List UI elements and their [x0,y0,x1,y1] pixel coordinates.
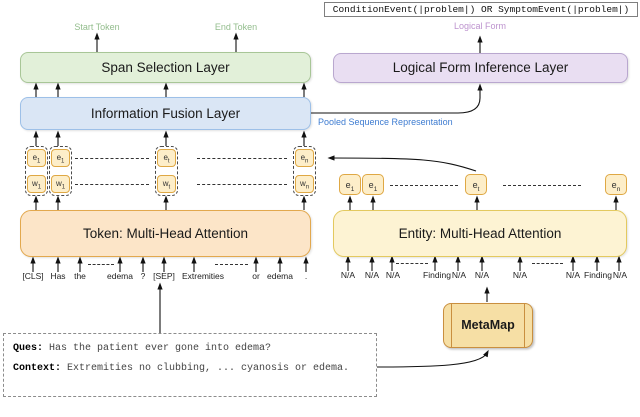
context-label: Context: [13,363,62,374]
word-embedding-box: wt [157,175,176,193]
entity-tag: N/A [340,270,356,280]
embedding-column: et wt [155,146,178,196]
question-label: Ques: [13,343,44,354]
embedding-column: e1 w1 [25,146,48,196]
entity-embedding-box: en [295,149,314,167]
input-token: ? [140,271,146,281]
dashed-connector [503,185,581,186]
logical-form-output-box: ConditionEvent(|problem|) OR SymptomEven… [324,2,638,17]
start-token-label: Start Token [74,22,120,32]
entity-tag: N/A [385,270,401,280]
information-fusion-layer: Information Fusion Layer [20,97,311,130]
metamap-box: MetaMap [443,303,533,348]
dashed-connector [75,184,149,185]
entity-tag: N/A [565,270,581,280]
entity-embedding-box: e1 [27,149,46,167]
entity-tag: N/A [512,270,528,280]
entity-tag: N/A [364,270,380,280]
embedding-column: e1 w1 [49,146,72,196]
input-token: the [74,271,86,281]
entity-multi-head-attention-layer: Entity: Multi-Head Attention [333,210,627,257]
entity-vector-box: e1 [339,174,361,195]
context-line: Context: Extremities no clubbing, ... cy… [13,363,350,374]
token-multi-head-attention-layer: Token: Multi-Head Attention [20,210,311,257]
entity-tag: N/A [451,270,467,280]
dashed-connector [396,263,428,264]
dashed-connector [88,264,114,265]
dashed-connector [197,158,287,159]
word-embedding-box: w1 [51,175,70,193]
question-context-box: Ques: Has the patient ever gone into ede… [3,333,377,397]
embedding-column: en wn [293,146,316,196]
entity-tag: Finding [423,270,451,280]
entity-tag: N/A [612,270,628,280]
entity-tag: N/A [474,270,490,280]
entity-tag: Finding [584,270,612,280]
input-token: [SEP] [153,271,175,281]
input-token: [CLS] [22,271,44,281]
input-token: or [252,271,260,281]
entity-vector-box: en [605,174,627,195]
question-line: Ques: Has the patient ever gone into ede… [13,343,272,354]
entity-vector-box: et [465,174,487,195]
input-token: . [304,271,308,281]
entity-embedding-box: e1 [51,149,70,167]
dashed-connector [390,185,458,186]
input-token: Extremities [181,271,225,281]
input-token: Has [50,271,66,281]
dashed-connector [215,264,248,265]
input-token: edema [107,271,133,281]
word-embedding-box: wn [295,175,314,193]
dashed-connector [75,158,149,159]
word-embedding-box: w1 [27,175,46,193]
span-selection-layer: Span Selection Layer [20,52,311,83]
entity-vector-box: e1 [362,174,384,195]
entity-embedding-box: et [157,149,176,167]
logical-form-label: Logical Form [453,21,507,31]
logical-form-inference-layer: Logical Form Inference Layer [333,53,628,83]
dashed-connector [532,263,563,264]
input-token: edema [267,271,293,281]
dashed-connector [197,184,287,185]
pooled-sequence-representation-label: Pooled Sequence Representation [318,117,453,127]
end-token-label: End Token [214,22,258,32]
